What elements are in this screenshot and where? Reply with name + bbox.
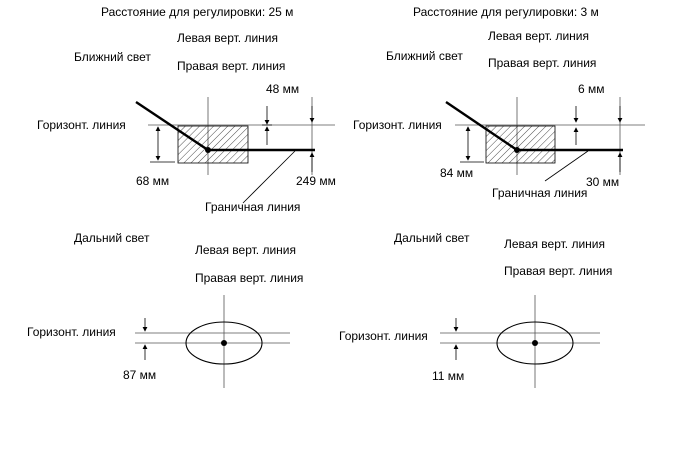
right-vertical-label: Правая верт. линия: [504, 264, 612, 278]
center-dot: [514, 147, 520, 153]
distance-title: Расстояние для регулировки: 25 м: [101, 5, 293, 19]
panel-low-beam-25m: Расстояние для регулировки: 25 м Левая в…: [37, 5, 336, 214]
beam-label: Дальний свет: [394, 231, 470, 245]
center-dot: [532, 340, 538, 346]
left-vertical-label: Левая верт. линия: [488, 29, 589, 43]
cutoff-label: Граничная линия: [205, 200, 300, 214]
center-dot: [205, 147, 211, 153]
horizontal-label: Горизонт. линия: [27, 325, 116, 339]
panel-low-beam-3m: Расстояние для регулировки: 3 м Левая ве…: [353, 5, 645, 200]
right-vertical-label: Правая верт. линия: [177, 59, 285, 73]
dim-right-label: 249 мм: [296, 174, 336, 188]
dim-label: 11 мм: [432, 369, 464, 383]
panel-high-beam-3m: Дальний свет Левая верт. линия Правая ве…: [339, 231, 612, 388]
right-vertical-label: Правая верт. линия: [195, 271, 303, 285]
dim-top-label: 48 мм: [266, 82, 299, 96]
center-dot: [221, 340, 227, 346]
beam-label: Ближний свет: [74, 50, 151, 64]
dim-right-label: 30 мм: [586, 175, 619, 189]
right-vertical-label: Правая верт. линия: [488, 56, 596, 70]
hatched-zone: [177, 125, 249, 164]
cutoff-label: Граничная линия: [492, 186, 587, 200]
distance-title: Расстояние для регулировки: 3 м: [413, 5, 599, 19]
beam-label: Дальний свет: [74, 231, 150, 245]
hot-spot-ellipse: [496, 321, 574, 365]
dim-top-label: 6 мм: [578, 82, 605, 96]
horizontal-label: Горизонт. линия: [339, 329, 428, 343]
hatched-zone: [485, 125, 556, 164]
hot-spot-ellipse: [185, 321, 263, 365]
dim-left-label: 68 мм: [136, 174, 169, 188]
dim-label: 87 мм: [123, 368, 156, 382]
cutoff-leader-line: [242, 150, 296, 204]
left-vertical-label: Левая верт. линия: [177, 31, 278, 45]
horizontal-label: Горизонт. линия: [37, 118, 126, 132]
panel-high-beam-25m: Дальний свет Левая верт. линия Правая ве…: [27, 231, 303, 388]
cutoff-leader-line: [544, 150, 589, 182]
left-vertical-label: Левая верт. линия: [504, 237, 605, 251]
dim-left-label: 84 мм: [440, 166, 473, 180]
left-vertical-label: Левая верт. линия: [195, 243, 296, 257]
beam-label: Ближний свет: [386, 49, 463, 63]
horizontal-label: Горизонт. линия: [353, 118, 442, 132]
